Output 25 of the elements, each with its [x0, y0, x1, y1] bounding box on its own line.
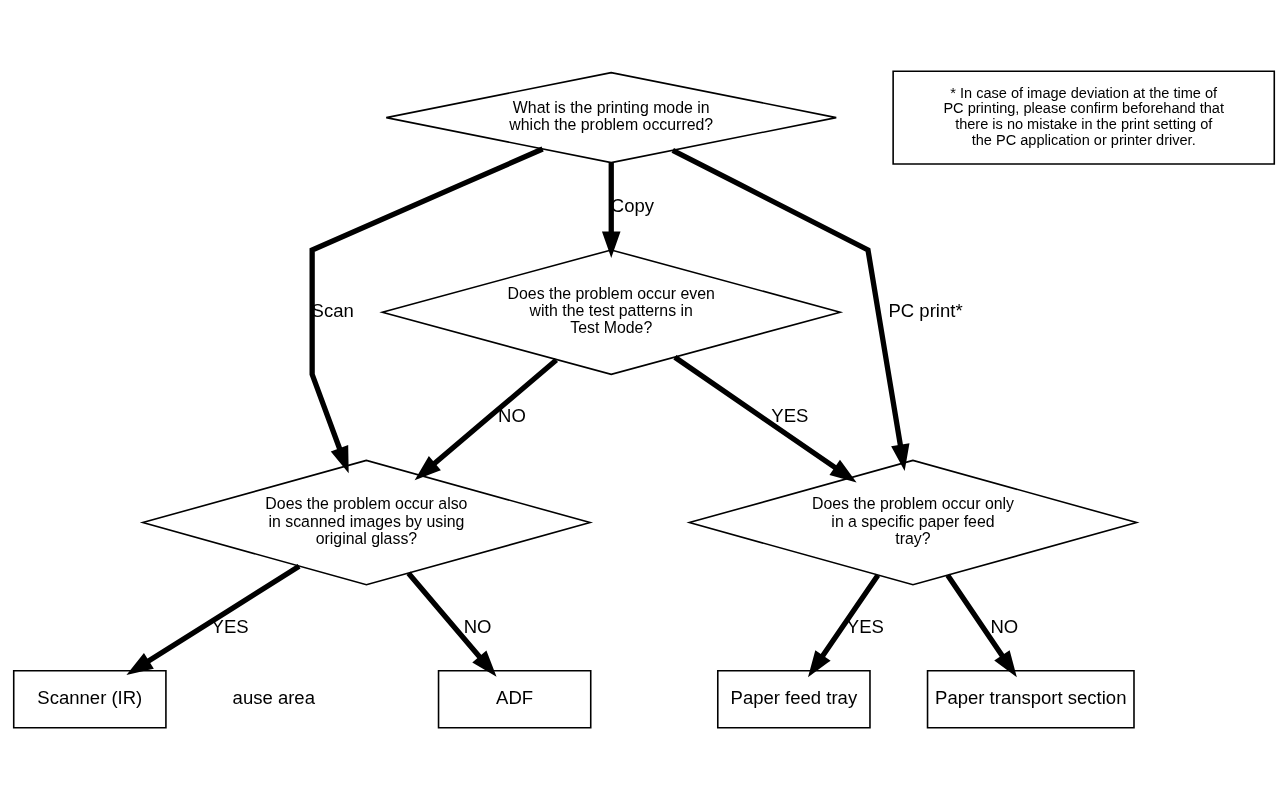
node-diamond: What is the printing mode in which the problem occurred? [385, 71, 838, 164]
node-diamond: Does the problem occur even with the test patterns in Test Mode? [379, 249, 844, 376]
edge-label: NO [990, 615, 1019, 637]
node-box: * In case of image deviation at the time of PC printing, please confirm beforehand that there is no mistake in the print setting of the PC application or printer driver. [892, 70, 1276, 165]
arrow [808, 573, 881, 678]
arrow [673, 355, 857, 483]
arrow [945, 573, 1017, 678]
node-box: ADF [437, 670, 592, 729]
arrow [309, 146, 544, 474]
arrow [601, 162, 621, 258]
node-box: Scanner (IR) [12, 670, 167, 729]
edge-label: YES [211, 615, 249, 637]
arrow [406, 571, 497, 677]
arrow [126, 564, 301, 675]
node-diamond: Does the problem occur also in scanned images by using original glass? [139, 459, 594, 586]
edge-label: NO [498, 405, 526, 427]
arrow [414, 358, 558, 481]
edge-label: YES [771, 405, 809, 427]
node-box: Paper feed tray [717, 670, 871, 729]
label: ause area [232, 687, 315, 709]
edge-label: YES [846, 615, 884, 637]
arrow [671, 147, 910, 471]
edge-label: PC print* [888, 300, 963, 322]
edge-label: NO [463, 615, 492, 637]
node-box: Paper transport section [926, 670, 1135, 729]
